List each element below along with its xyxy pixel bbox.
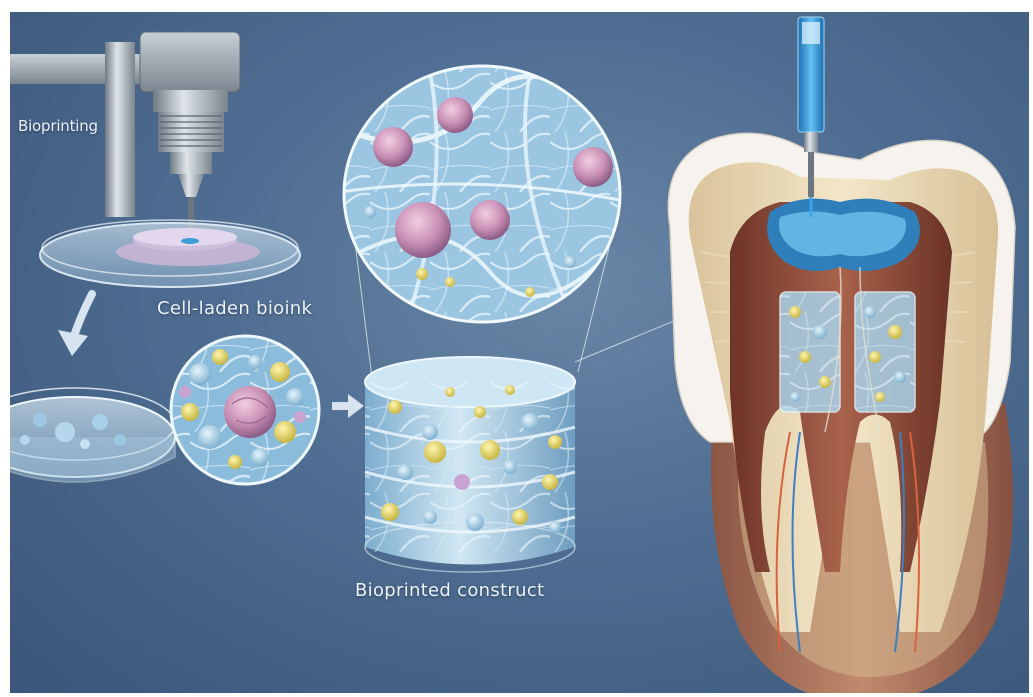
bioink-magnifier-icon: [170, 336, 320, 486]
bioprinter-icon: [10, 32, 240, 242]
printing-dish-icon: [40, 220, 300, 287]
tooth-cross-section-icon: [668, 133, 1015, 693]
arrow-right-icon: [332, 394, 364, 418]
label-bioprinted-construct: Bioprinted construct: [355, 580, 544, 601]
label-bioprinting: Bioprinting: [18, 117, 98, 135]
label-cell-laden-bioink: Cell-laden bioink: [157, 298, 312, 319]
arrow-icon: [58, 294, 92, 356]
construct-cylinder-icon: [365, 357, 575, 572]
petri-dish-icon: [10, 388, 175, 482]
illustration-canvas: Bioprinting Cell-laden bioink Bioprinted…: [10, 12, 1029, 693]
magnifier-circle-icon: [340, 62, 630, 332]
